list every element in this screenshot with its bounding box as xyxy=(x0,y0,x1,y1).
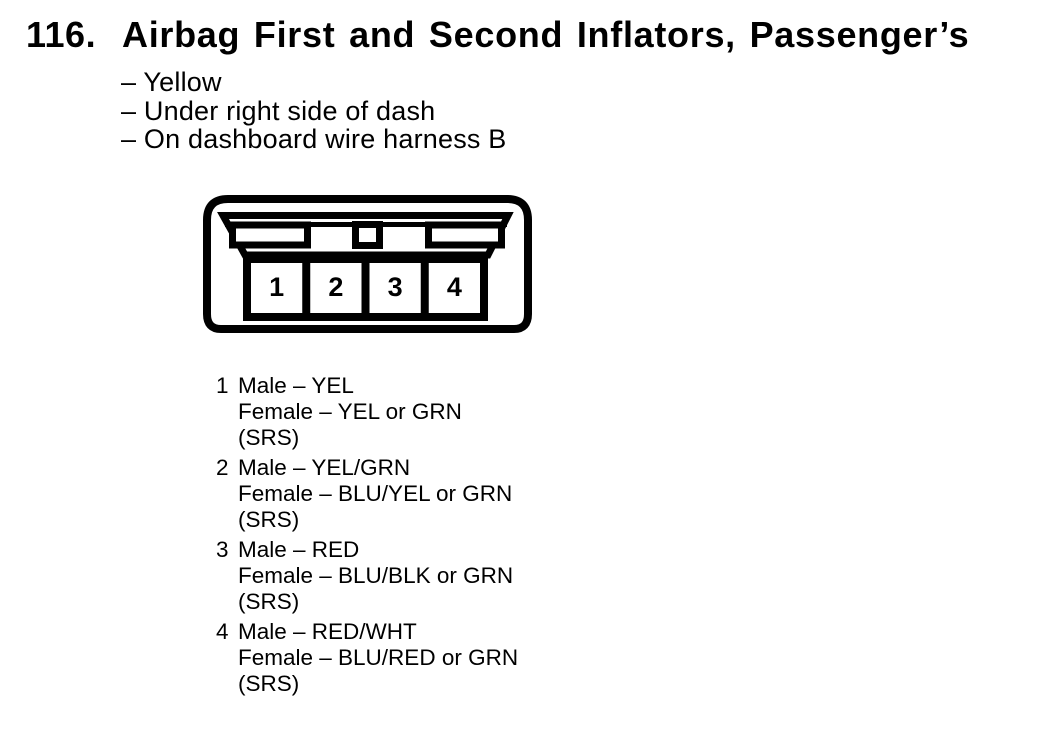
pin-wire-descriptions: Male – RED Female – BLU/BLK or GRN (SRS) xyxy=(238,537,513,615)
title-text: Airbag First and Second Inflators, Passe… xyxy=(122,14,970,55)
note-harness: – On dashboard wire harness B xyxy=(121,124,507,154)
pin-number: 2 xyxy=(216,455,229,480)
note-connector-location: – Under right side of dash xyxy=(121,95,436,126)
pin-system-label: (SRS) xyxy=(238,425,300,450)
pin-number: 3 xyxy=(216,537,229,562)
page-title: 116. Airbag First and Second Inflators, P… xyxy=(26,15,969,55)
pin-male-wire: Male – YEL xyxy=(238,373,354,398)
pin-wire-descriptions: Male – YEL Female – YEL or GRN (SRS) xyxy=(238,373,462,451)
pin-wire-descriptions: Male – RED/WHT Female – BLU/RED or GRN (… xyxy=(238,619,518,697)
note-connector-color: – Yellow xyxy=(121,67,222,97)
cavity-label-1: 1 xyxy=(269,272,284,302)
pin-female-wire: Female – BLU/RED or GRN xyxy=(238,645,519,670)
pin-male-wire: Male – RED xyxy=(238,537,360,562)
pin-number: 1 xyxy=(216,373,229,398)
connector-diagram: 1 2 3 4 xyxy=(203,195,532,333)
item-number: 116. xyxy=(26,14,97,55)
pinout-item-2: 2 Male – YEL/GRN Female – BLU/YEL or GRN… xyxy=(216,455,518,533)
keyway-slot-right xyxy=(425,221,505,249)
pinout-item-1: 1 Male – YEL Female – YEL or GRN (SRS) xyxy=(216,373,518,451)
pin-male-wire: Male – RED/WHT xyxy=(238,619,417,644)
keyway-slot-left xyxy=(229,221,311,249)
pin-system-label: (SRS) xyxy=(238,671,300,696)
keyway-slot-center xyxy=(352,221,383,249)
pin-male-wire: Male – YEL/GRN xyxy=(238,455,411,480)
pin-system-label: (SRS) xyxy=(238,507,300,532)
cavity-label-3: 3 xyxy=(388,272,403,302)
connector-notes: – Yellow – Under right side of dash – On… xyxy=(121,68,507,154)
cavity-label-2: 2 xyxy=(328,272,343,302)
pinout-item-4: 4 Male – RED/WHT Female – BLU/RED or GRN… xyxy=(216,619,518,697)
pin-number: 4 xyxy=(216,619,229,644)
cavity-label-4: 4 xyxy=(447,272,462,302)
pin-female-wire: Female – BLU/YEL or GRN xyxy=(238,481,513,506)
pinout-list: 1 Male – YEL Female – YEL or GRN (SRS) 2… xyxy=(216,373,518,701)
pin-system-label: (SRS) xyxy=(238,589,300,614)
pin-female-wire: Female – BLU/BLK or GRN xyxy=(238,563,514,588)
pin-female-wire: Female – YEL or GRN xyxy=(238,399,462,424)
pinout-item-3: 3 Male – RED Female – BLU/BLK or GRN (SR… xyxy=(216,537,518,615)
pin-wire-descriptions: Male – YEL/GRN Female – BLU/YEL or GRN (… xyxy=(238,455,512,533)
